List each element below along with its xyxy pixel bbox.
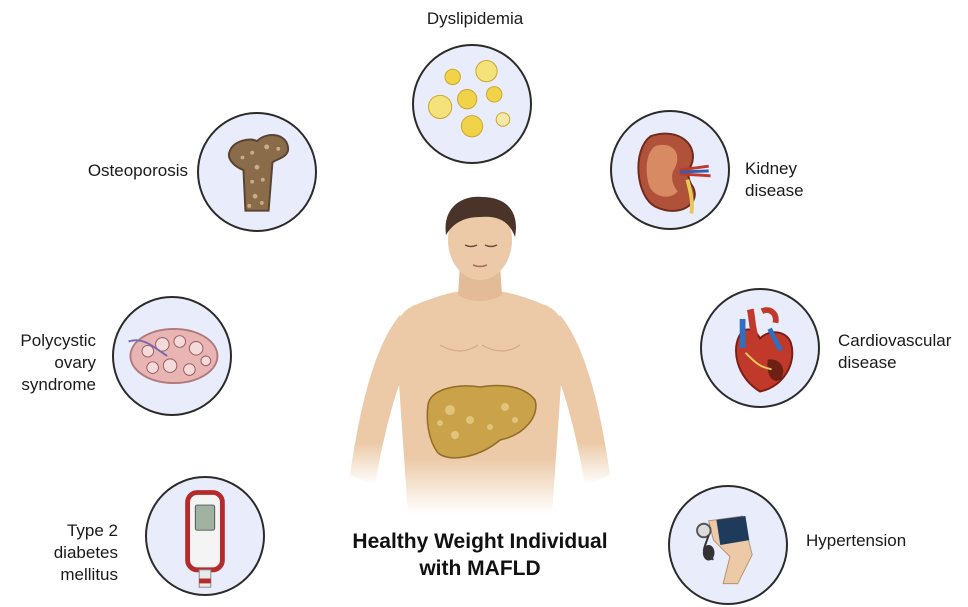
title-line-1: Healthy Weight Individual bbox=[320, 528, 640, 555]
femur-bone-icon bbox=[199, 114, 315, 230]
kidney-icon bbox=[612, 112, 728, 228]
cardiovascular-disease-label: Cardiovascular disease bbox=[838, 330, 951, 374]
kidney-circle bbox=[610, 110, 730, 230]
hypertension-label: Hypertension bbox=[806, 530, 906, 552]
osteoporosis-circle bbox=[197, 112, 317, 232]
pcos-circle bbox=[112, 296, 232, 416]
blood-pressure-cuff-icon bbox=[670, 487, 786, 603]
cardiovascular-circle bbox=[700, 288, 820, 408]
hypertension-circle bbox=[668, 485, 788, 605]
diabetes-label: Type 2 diabetes mellitus bbox=[30, 520, 118, 586]
pcos-label: Polycystic ovary syndrome bbox=[0, 330, 96, 396]
dyslipidemia-circle bbox=[412, 44, 532, 164]
human-figure-with-fatty-liver bbox=[330, 195, 630, 515]
title-line-2: with MAFLD bbox=[320, 555, 640, 582]
heart-icon bbox=[702, 290, 818, 406]
fat-droplets-icon bbox=[414, 46, 530, 162]
glucose-meter-icon bbox=[147, 478, 263, 594]
dyslipidemia-label: Dyslipidemia bbox=[400, 8, 550, 30]
polycystic-ovary-icon bbox=[114, 298, 230, 414]
figure-title: Healthy Weight Individual with MAFLD bbox=[320, 528, 640, 582]
osteoporosis-label: Osteoporosis bbox=[60, 160, 188, 182]
kidney-disease-label: Kidney disease bbox=[745, 158, 804, 202]
diabetes-circle bbox=[145, 476, 265, 596]
